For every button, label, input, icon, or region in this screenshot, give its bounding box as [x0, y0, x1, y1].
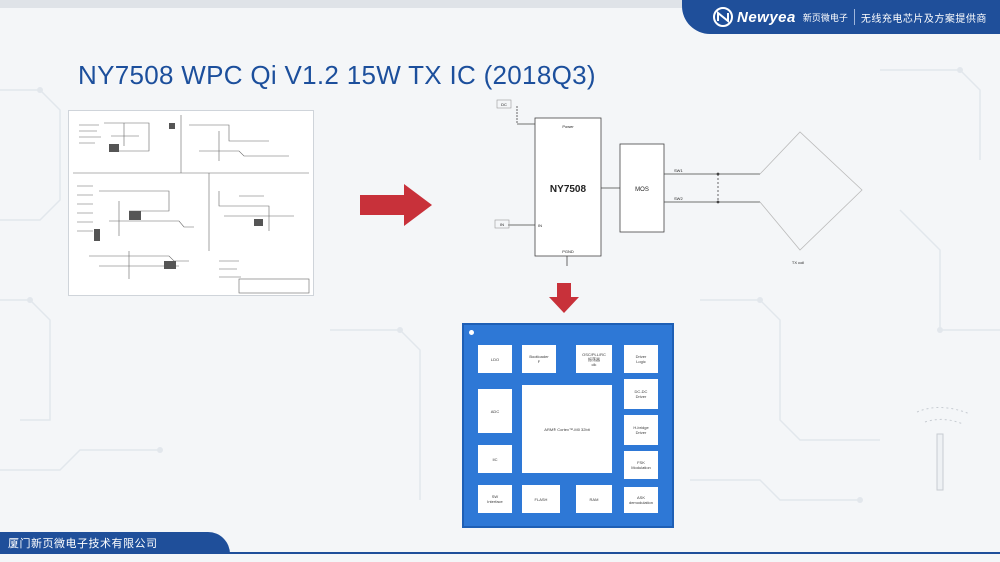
newyea-logo-icon: [713, 7, 733, 27]
block-dcdc-line2: Driver: [635, 394, 647, 399]
diagram-ic-bottom-pin: PGND: [562, 249, 574, 254]
diagram-coil-label: TX coil: [792, 260, 804, 265]
block-osc-line2: 振荡器: [587, 356, 600, 362]
decorative-antenna-graphic: [916, 407, 971, 491]
arrow-down-icon: [549, 283, 579, 313]
block-dcdc-line1: DC-DC: [634, 389, 648, 394]
block-driver-logic-line2: Logic: [636, 359, 646, 364]
block-iic-label: IIC: [492, 456, 498, 462]
block-ram: RAM: [576, 485, 612, 513]
block-bootloader-line1: Bootloader: [529, 354, 549, 359]
top-band: [0, 0, 1000, 8]
block-diagram: NY7508 Power PGND IN MOS DC IN SW1 SW2 T…: [494, 99, 863, 266]
schematic-drawing: [73, 115, 310, 294]
block-cpu-core: ARM® Cortex™-M0 32bit: [522, 385, 612, 473]
brand-separator: [853, 9, 855, 25]
diagram-ic-top-pin: Power: [562, 124, 574, 129]
block-sw-interface-line1: SW: [491, 494, 499, 499]
application-schematic: [68, 110, 314, 296]
diagram-in-label: IN: [500, 222, 504, 227]
block-ldo: LDO: [478, 345, 512, 373]
block-ask-line2: demodulation: [628, 500, 654, 505]
block-hbridge-line1: H-bridge: [633, 425, 649, 430]
block-bootloader-line2: F: [537, 359, 541, 364]
pin1-marker-icon: [469, 330, 474, 335]
diagram-vin-label: DC: [501, 102, 507, 107]
block-ram-label: RAM: [589, 496, 599, 502]
block-osc-line1: OSC/PLL/RC: [582, 351, 606, 357]
block-ask-line1: ASK: [636, 495, 645, 500]
footer-bar: 厦门新页微电子技术有限公司: [0, 532, 230, 554]
block-driver-logic-line1: Driver: [635, 354, 647, 359]
arrow-right-icon: [360, 184, 432, 226]
block-adc-label: ADC: [490, 408, 500, 414]
diagram-mos-label: MOS: [635, 187, 649, 193]
slide-title: NY7508 WPC Qi V1.2 15W TX IC (2018Q3): [78, 60, 596, 90]
diagram-ic-label: NY7508: [550, 184, 587, 195]
brand-header: Newyea 新页微电子 无线充电芯片及方案提供商: [682, 0, 1000, 34]
brand-name: Newyea: [737, 8, 796, 26]
diagram-ic-left-pin: IN: [538, 223, 542, 228]
block-hbridge-line2: Driver: [635, 430, 647, 435]
block-sw-interface-line2: Interface: [487, 499, 503, 504]
brand-tagline: 无线充电芯片及方案提供商: [860, 13, 987, 25]
block-fsk-line2: Modulation: [631, 465, 651, 470]
block-flash: FLASH: [522, 485, 560, 513]
diagram-sw2-label: SW2: [674, 196, 683, 201]
block-iic: IIC: [478, 445, 512, 473]
block-flash-label: FLASH: [534, 496, 548, 502]
block-osc-line3: clk: [591, 361, 597, 367]
footer-line: [0, 552, 1000, 554]
block-ldo-label: LDO: [490, 356, 500, 362]
brand-cn-name: 新页微电子: [802, 12, 848, 23]
block-cpu-core-label: ARM® Cortex™-M0 32bit: [544, 426, 590, 432]
diagram-sw1-label: SW1: [674, 168, 683, 173]
block-adc: ADC: [478, 389, 512, 433]
block-fsk-line1: FSK: [637, 460, 645, 465]
